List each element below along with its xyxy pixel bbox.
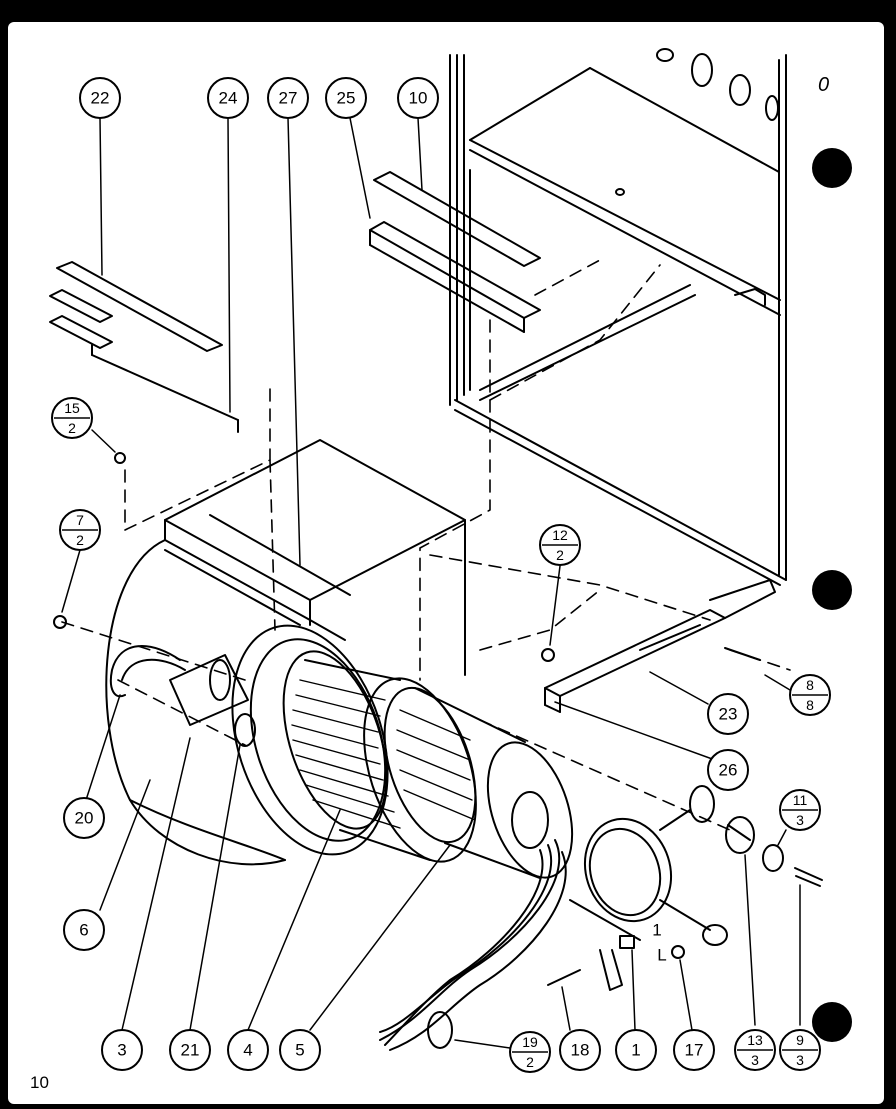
callout-21: 21 <box>169 1029 211 1071</box>
svg-text:9: 9 <box>796 1032 804 1048</box>
svg-text:21: 21 <box>181 1041 200 1060</box>
blower-wheel-drawing <box>282 650 477 863</box>
fraction-callout-13-3: 133 <box>734 1029 776 1071</box>
fraction-callout-12-2: 122 <box>539 524 581 566</box>
cabinet-drawing <box>449 48 787 586</box>
callout-25: 25 <box>325 77 367 119</box>
rail-parts-23-26 <box>544 579 776 713</box>
callout-26: 26 <box>707 749 749 791</box>
callout-6: 6 <box>63 909 105 951</box>
fraction-callout-7-2: 72 <box>59 509 101 551</box>
svg-text:3: 3 <box>796 1052 804 1068</box>
callout-18: 18 <box>559 1029 601 1071</box>
fraction-callout-15-2: 152 <box>51 397 93 439</box>
callout-27: 27 <box>267 77 309 119</box>
binder-hole-middle <box>812 570 852 610</box>
hardware-drawing <box>53 452 823 986</box>
loose-mark-l: L <box>657 946 666 965</box>
svg-text:3: 3 <box>751 1052 759 1068</box>
corner-mark: 0 <box>818 74 830 96</box>
fraction-callout-8-8: 88 <box>789 674 831 716</box>
callout-4: 4 <box>227 1029 269 1071</box>
callout-17: 17 <box>673 1029 715 1071</box>
svg-text:2: 2 <box>556 547 564 563</box>
svg-text:24: 24 <box>219 89 238 108</box>
callout-10: 10 <box>397 77 439 119</box>
callout-3: 3 <box>101 1029 143 1071</box>
svg-text:15: 15 <box>64 400 80 416</box>
binder-hole-top <box>812 148 852 188</box>
bracket-parts-10-25 <box>369 171 541 333</box>
svg-text:8: 8 <box>806 677 814 693</box>
svg-text:22: 22 <box>91 89 110 108</box>
leader-lines <box>61 117 801 1049</box>
motor-drawing <box>379 686 574 1051</box>
svg-text:13: 13 <box>747 1032 763 1048</box>
svg-text:3: 3 <box>117 1041 126 1060</box>
callout-22: 22 <box>79 77 121 119</box>
fraction-callout-9-3: 93 <box>779 1029 821 1071</box>
motor-mount-drawing <box>569 785 728 991</box>
callout-20: 20 <box>63 797 105 839</box>
svg-text:19: 19 <box>522 1034 538 1050</box>
svg-text:27: 27 <box>279 89 298 108</box>
svg-text:23: 23 <box>719 705 738 724</box>
svg-text:3: 3 <box>796 812 804 828</box>
svg-text:4: 4 <box>243 1041 252 1060</box>
blower-housing-drawing <box>105 439 466 866</box>
svg-text:20: 20 <box>75 809 94 828</box>
svg-text:10: 10 <box>409 89 428 108</box>
svg-text:7: 7 <box>76 512 84 528</box>
callout-5: 5 <box>279 1029 321 1071</box>
svg-text:2: 2 <box>76 532 84 548</box>
svg-text:26: 26 <box>719 761 738 780</box>
callout-24: 24 <box>207 77 249 119</box>
svg-text:17: 17 <box>685 1041 704 1060</box>
bracket-parts-22-24 <box>49 261 239 433</box>
svg-text:18: 18 <box>571 1041 590 1060</box>
fraction-callout-11-3: 113 <box>779 789 821 831</box>
fraction-callout-19-2: 192 <box>509 1031 551 1073</box>
page-number: 10 <box>30 1073 49 1092</box>
svg-text:2: 2 <box>526 1054 534 1070</box>
callout-1: 1 <box>615 1029 657 1071</box>
svg-text:2: 2 <box>68 420 76 436</box>
svg-text:1: 1 <box>631 1041 640 1060</box>
callout-23: 23 <box>707 693 749 735</box>
binder-hole-bottom <box>812 1002 852 1042</box>
svg-text:8: 8 <box>806 697 814 713</box>
svg-text:6: 6 <box>79 921 88 940</box>
svg-text:5: 5 <box>295 1041 304 1060</box>
assembly-dashed-lines <box>61 259 791 831</box>
svg-text:12: 12 <box>552 527 568 543</box>
svg-text:25: 25 <box>337 89 356 108</box>
loose-mark-1: 1 <box>652 921 661 940</box>
svg-text:11: 11 <box>793 792 808 808</box>
